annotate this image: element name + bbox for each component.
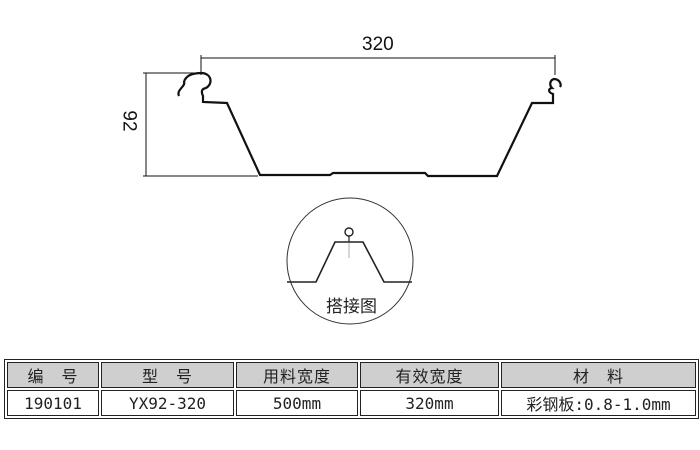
header-model: 型 号 [101, 362, 234, 388]
height-dimension-label: 92 [118, 110, 140, 132]
cell-code: 190101 [7, 390, 99, 416]
cell-material: 彩钢板:0.8-1.0mm [501, 390, 696, 416]
table-row: 190101 YX92-320 500mm 320mm 彩钢板:0.8-1.0m… [7, 390, 696, 416]
overlap-detail-profile [287, 241, 412, 283]
spec-table: 编 号 型 号 用料宽度 有效宽度 材 料 190101 YX92-320 50… [4, 359, 699, 419]
overlap-detail-label: 搭接图 [326, 297, 377, 317]
header-material: 材 料 [501, 362, 696, 388]
width-dimension-label: 320 [362, 34, 394, 55]
header-code: 编 号 [7, 362, 99, 388]
panel-profile [177, 71, 562, 178]
table-header-row: 编 号 型 号 用料宽度 有效宽度 材 料 [7, 362, 696, 388]
seam-knot-icon [344, 227, 354, 237]
cell-model: YX92-320 [101, 390, 234, 416]
header-effective-width: 有效宽度 [360, 362, 499, 388]
cell-material-width: 500mm [236, 390, 358, 416]
detail-circle [286, 197, 414, 325]
cell-effective-width: 320mm [360, 390, 499, 416]
header-material-width: 用料宽度 [236, 362, 358, 388]
